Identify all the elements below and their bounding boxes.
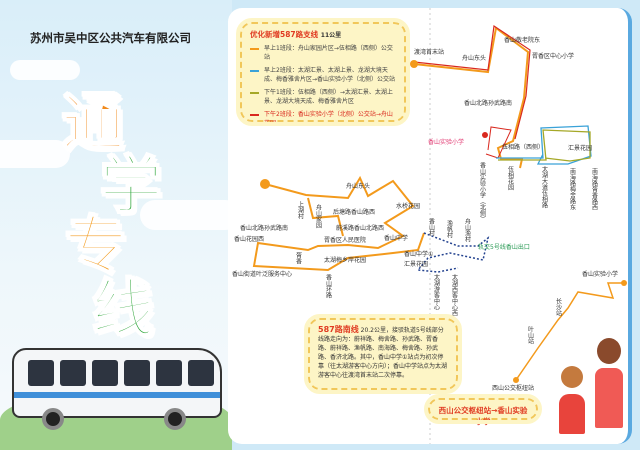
station-label: 香山花园西 (234, 235, 264, 243)
station-label: 香山中学① (404, 250, 433, 258)
school-stop (482, 132, 488, 138)
cloud-decoration (140, 200, 232, 230)
cloud-decoration (10, 60, 80, 80)
station-label: 胥香 (295, 251, 302, 265)
station-label: 香山村 (428, 217, 435, 236)
children-illustration (559, 338, 623, 438)
route-map-panel: 优化新增587路支线 11公里 早上1班段：舟山家园片区→伍相路（西侧）公交站 … (228, 8, 632, 444)
station-label: 伍相花园 (507, 165, 514, 191)
title-char: 线 (91, 271, 155, 346)
station-label: 舟山渔村 (464, 217, 471, 242)
station-label: 香山实验小学 (428, 138, 464, 146)
station-label: 汇景花园 (404, 260, 428, 268)
branch-title: 优化新增587路支线 (250, 30, 319, 39)
station-label: 太湖西客中心西 (451, 273, 458, 317)
station-label: 太湖游客中心 (433, 273, 440, 310)
station-label: 香山敬老院东 (504, 36, 540, 44)
segment-text: 下午2班段：香山实验小学（北侧）公交站→舟山花园 (264, 111, 393, 127)
station-label: 叶山站 (527, 325, 534, 345)
title-char: 通 (61, 85, 125, 160)
station-label: 香山街道叶泛服务中心 (232, 270, 292, 278)
segment-row: 下午1班段：伍相路（西侧）→太湖汇景、太湖上景、龙湖大境天成、梅香雅舍片区 (250, 88, 396, 106)
station-label: 香山环路 (325, 273, 332, 299)
title-char: 专 (64, 208, 128, 283)
station-label: 香山实验小学 (582, 270, 618, 278)
segment-row: 早上2班段：太湖汇景、太湖上景、龙湖大境天成、梅香雅舍片区→香山实验小学（北侧）… (250, 66, 396, 84)
station-label: 汇景花园 (568, 144, 592, 152)
station-label: 水桥花园 (396, 202, 420, 210)
company-name: 苏州市吴中区公共汽车有限公司 (30, 31, 191, 45)
terminal-stop (410, 60, 418, 68)
station-label: 舟山东头 (346, 182, 370, 190)
station-label: 胥香区人民医院 (324, 236, 366, 244)
station-label: 南海路梅舍路东 (569, 167, 576, 210)
segment-text: 早上1班段：舟山家园片区→伍相路（西侧）公交站 (264, 45, 393, 61)
south-line-info: 587路南线 20.2公里，接驳轨道5号线部分线路走向为：蔚祥路、梅舍路、孙武路… (304, 314, 462, 394)
station-label: 蔚溪路香山北路西 (336, 224, 384, 232)
route-map: 渡湾首末站 舟山东头 香山敬老院东 胥香区中心小学 香山北路孙武路南 香山实验小… (232, 8, 627, 444)
branch-length: 11公里 (320, 32, 342, 39)
station-label: 南海路胥香路西 (591, 167, 598, 211)
cloud-decoration (0, 140, 70, 168)
station-label: 舟山东头 (462, 54, 486, 62)
station-label: 伍相路（西侧） (502, 143, 544, 151)
segment-row: 下午2班段：香山实验小学（北侧）公交站→舟山花园 (250, 110, 396, 128)
metro-exit-label: 轨交5号线香山出口 (478, 243, 530, 251)
station-label: 上湖村 (297, 200, 304, 219)
south-title: 587路南线 (318, 325, 359, 334)
station-label: 香山中学 (384, 234, 408, 242)
station-label: 舟山家园 (315, 203, 322, 229)
west-line-title: 西山公交枢纽站→香山实验小学 (424, 394, 542, 426)
segment-text: 早上2班段：太湖汇景、太湖上景、龙湖大境天成、梅香雅舍片区→香山实验小学（北侧）… (264, 67, 396, 83)
station-label: 太湖大道伍相路 (541, 165, 548, 209)
station-label: 渡湾首末站 (414, 48, 444, 56)
station-label: 太湖梅乡岸花园 (324, 256, 366, 264)
cover-panel: 苏州市吴中区公共汽车有限公司 通 学 专 线 (0, 0, 232, 450)
station-label: 香山北路孙武路南 (240, 224, 288, 232)
bus-illustration (12, 348, 222, 430)
station-label: 胥香区中心小学 (532, 52, 574, 60)
station-label: 香山实验小学（北侧） (479, 161, 486, 222)
south-description: 20.2公里，接驳轨道5号线部分线路走向为：蔚祥路、梅舍路、孙武路、胥香路、蔚祥… (318, 327, 448, 379)
station-label: 渔帆村 (446, 219, 453, 238)
station-label: 长沙站 (555, 297, 562, 317)
title-char: 学 (99, 148, 163, 223)
segment-text: 下午1班段：伍相路（西侧）→太湖汇景、太湖上景、龙湖大境天成、梅香雅舍片区 (264, 89, 393, 105)
station-label: 后塘路香山路西 (333, 208, 375, 216)
segment-row: 早上1班段：舟山家园片区→伍相路（西侧）公交站 (250, 44, 396, 62)
station-label: 西山公交枢纽站 (492, 384, 534, 392)
station-label: 香山北路孙武路南 (464, 99, 512, 107)
branch-line-info: 优化新增587路支线 11公里 早上1班段：舟山家园片区→伍相路（西侧）公交站 … (236, 18, 410, 127)
